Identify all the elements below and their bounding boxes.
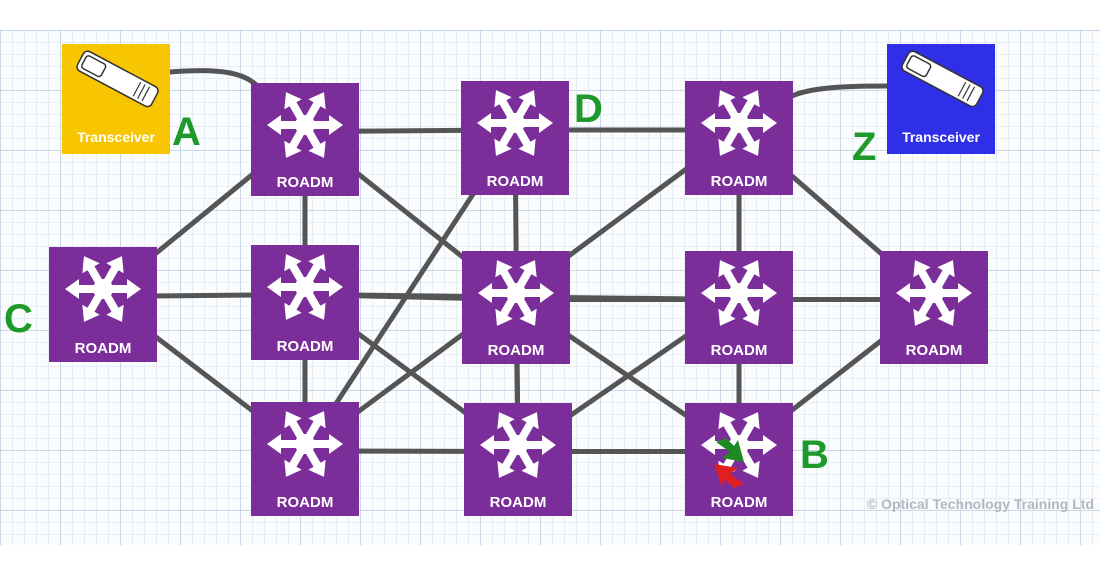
roadm-nodes: ROADM ROADM ROADM ROADM ROADM ROADM ROADM ROADM… — [49, 81, 988, 516]
roadm-box — [685, 251, 793, 364]
transceivers: Transceiver Transceiver — [62, 44, 995, 154]
roadm-label: ROADM — [711, 494, 768, 511]
roadm-box — [251, 402, 359, 516]
roadm-node-r1: ROADM — [251, 83, 359, 196]
roadm-label: ROADM — [488, 342, 545, 359]
roadm-label: ROADM — [490, 494, 547, 511]
roadm-node-r5: ROADM — [251, 245, 359, 360]
roadm-node-r3: ROADM — [685, 81, 793, 195]
roadm-box — [880, 251, 988, 364]
roadm-label: ROADM — [711, 173, 768, 190]
roadm-star-arrows-icon — [478, 260, 554, 326]
roadm-node-r4: ROADM — [49, 247, 157, 362]
roadm-node-r6: ROADM — [462, 251, 570, 364]
roadm-star-arrows-icon — [267, 254, 343, 320]
copyright-notice: © Optical Technology Training Ltd — [867, 496, 1094, 512]
roadm-star-arrows-icon — [267, 92, 343, 158]
roadm-label: ROADM — [75, 340, 132, 357]
roadm-box — [49, 247, 157, 362]
roadm-label: ROADM — [487, 173, 544, 190]
roadm-label: ROADM — [277, 494, 334, 511]
transceiver-label: Transceiver — [902, 129, 980, 145]
roadm-star-arrows-icon — [701, 260, 777, 326]
red-green-arrows-icon — [714, 438, 744, 488]
roadm-node-r2: ROADM — [461, 81, 569, 195]
endpoint-letter-b: B — [800, 433, 829, 477]
sfp-transceiver-icon — [76, 50, 159, 108]
roadm-node-r7: ROADM — [685, 251, 793, 364]
roadm-label: ROADM — [711, 342, 768, 359]
fiber-link-tz-r3 — [789, 83, 890, 99]
sfp-transceiver-icon — [901, 50, 984, 108]
transceiver-tz: Transceiver — [887, 44, 995, 154]
roadm-box — [251, 83, 359, 196]
roadm-star-arrows-icon — [480, 412, 556, 478]
roadm-node-r10: ROADM — [464, 403, 572, 516]
roadm-box — [251, 245, 359, 360]
roadm-label: ROADM — [906, 342, 963, 359]
roadm-label: ROADM — [277, 338, 334, 355]
roadm-star-arrows-icon — [267, 411, 343, 477]
roadm-label: ROADM — [277, 174, 334, 191]
roadm-box — [464, 403, 572, 516]
roadm-star-arrows-icon — [701, 90, 777, 156]
roadm-box — [685, 81, 793, 195]
endpoint-letter-a: A — [172, 110, 201, 154]
roadm-star-arrows-icon — [477, 90, 553, 156]
transceiver-label: Transceiver — [77, 129, 155, 145]
endpoint-letter-c: C — [4, 297, 33, 341]
endpoint-letter-d: D — [574, 87, 603, 131]
roadm-box — [462, 251, 570, 364]
roadm-star-arrows-icon — [896, 260, 972, 326]
roadm-star-arrows-icon — [65, 256, 141, 322]
transceiver-ta: Transceiver — [62, 44, 170, 154]
fiber-link-ta-r1 — [167, 68, 265, 95]
roadm-node-r8: ROADM — [880, 251, 988, 364]
roadm-node-r9: ROADM — [251, 402, 359, 516]
endpoint-letter-z: Z — [852, 125, 876, 169]
roadm-box — [461, 81, 569, 195]
